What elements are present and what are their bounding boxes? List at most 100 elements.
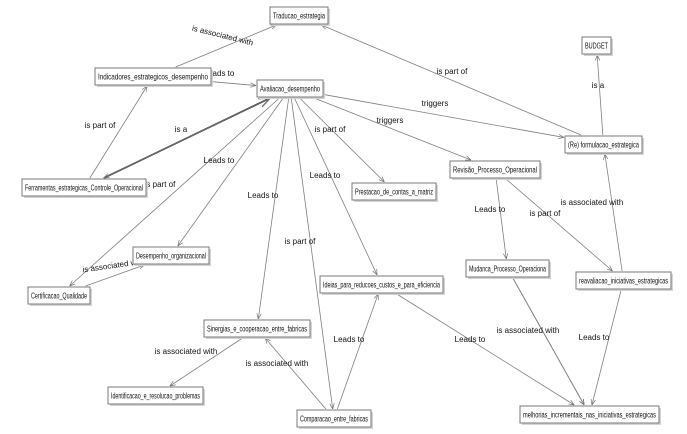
edge-label: is associated with <box>497 326 560 335</box>
concept-node[interactable]: Ferramentas_estrategicas_Controle_Operac… <box>21 178 148 198</box>
node-box <box>465 259 550 278</box>
edge-line <box>104 97 271 178</box>
node-box <box>564 135 643 154</box>
concept-node[interactable]: Desempenho_organizacional <box>132 246 211 266</box>
node-box <box>203 319 311 338</box>
edge-line <box>170 337 243 386</box>
edge-label: is part of <box>437 67 468 76</box>
edge-line <box>70 97 280 286</box>
edge-label: is a <box>175 125 188 134</box>
concept-node[interactable]: Identificacao_e_resolucao_problemas <box>107 386 205 406</box>
edge-label: Leads to <box>310 171 341 180</box>
edge-line <box>323 94 564 138</box>
edge-line <box>258 97 290 319</box>
node-box <box>351 182 437 201</box>
node-box <box>27 286 91 305</box>
edge-line <box>299 97 385 182</box>
node-label: Mudanca_Processo_Operaciona <box>469 265 546 274</box>
node-box <box>269 6 329 25</box>
concept-node[interactable]: Indicadores_estrategicos_desempenho <box>94 67 213 87</box>
concept-node[interactable]: Mudanca_Processo_Operaciona <box>465 259 551 279</box>
concept-node[interactable]: Sinergias_e_cooperacao_entre_fabricas <box>203 319 312 339</box>
edge-line <box>89 86 147 179</box>
node-label: Ideias_para_reducoes_custos_e_para_efici… <box>323 281 440 290</box>
node-label: Certificacao_Qualidade <box>31 292 87 301</box>
node-box <box>581 36 612 55</box>
concept-node[interactable]: Ideias_para_reducoes_custos_e_para_efici… <box>319 275 445 295</box>
node-label: Sinergias_e_cooperacao_entre_fabricas <box>207 325 307 334</box>
node-box <box>256 79 324 98</box>
edge-label: is part of <box>285 237 316 246</box>
concept-node[interactable]: melhorias_incrementais_nas_iniciativas_e… <box>519 405 661 425</box>
edge-line <box>605 154 623 272</box>
edge-line <box>211 81 256 86</box>
edge-line <box>396 293 575 405</box>
edge-line <box>265 338 327 410</box>
node-label: Indicadores_estrategicos_desempenho <box>98 73 208 82</box>
concept-node[interactable]: BUDGET <box>581 36 613 56</box>
concept-node[interactable]: (Re) formulacao_estrategica <box>564 135 644 155</box>
edge-line <box>597 55 604 136</box>
node-box <box>94 67 212 86</box>
concept-node[interactable]: Revisão_Processo_Operacional <box>449 160 542 180</box>
edge-line <box>290 97 332 409</box>
edge-label: is associated with <box>246 359 309 368</box>
node-label: Prestacao_de_contas_a_matriz <box>355 188 433 197</box>
node-box <box>519 405 660 424</box>
edge-line <box>178 97 284 246</box>
edge-line <box>294 97 377 275</box>
node-label: reavaliacao_iniciativas_estrategicas <box>579 277 668 286</box>
concept-node[interactable]: Traducao_estrategia <box>269 6 330 26</box>
edge-label: is associated with <box>191 24 254 48</box>
edge-label: Leads to <box>204 156 235 165</box>
edge-label: Leads to <box>579 333 610 342</box>
concept-node[interactable]: Avaliacao_desempenho <box>256 79 325 99</box>
node-label: Identificacao_e_resolucao_problemas <box>111 392 200 401</box>
node-label: Desempenho_organizacional <box>136 252 206 261</box>
edge-line <box>592 289 622 405</box>
edge-line <box>85 265 145 287</box>
node-box <box>107 386 204 405</box>
edge-label: Leads to <box>204 69 235 78</box>
edge-label: triggers <box>422 99 449 108</box>
edge-label: Leads to <box>475 205 506 214</box>
edge-label: is part of <box>315 125 346 134</box>
edge-label: is a <box>592 81 605 90</box>
edge-line <box>313 97 471 161</box>
node-label: Avaliacao_desempenho <box>260 85 320 94</box>
edge-label: is part of <box>145 180 176 189</box>
edge-line <box>512 277 584 405</box>
node-label: Comparacao_entre_fabricas <box>300 415 368 424</box>
edge-line <box>505 178 613 271</box>
node-label: BUDGET <box>585 42 608 51</box>
edge-label: Leads to <box>248 191 279 200</box>
node-box <box>132 246 210 265</box>
node-label: Traducao_estrategia <box>273 12 325 21</box>
edge-label: Leads to <box>455 335 486 344</box>
edge-label: triggers <box>377 116 404 125</box>
edge-label: is part of <box>530 209 561 218</box>
node-label: Revisão_Processo_Operacional <box>453 166 537 175</box>
node-box <box>296 409 372 428</box>
concept-node[interactable]: Certificacao_Qualidade <box>27 286 92 306</box>
node-box <box>449 160 541 179</box>
edge-line <box>321 24 582 136</box>
concept-node[interactable]: Prestacao_de_contas_a_matriz <box>351 182 438 202</box>
edge-line <box>336 294 378 410</box>
edge-line <box>175 24 277 68</box>
edge-label: is associated with <box>561 198 624 207</box>
node-label: Ferramentas_estrategicas_Controle_Operac… <box>25 184 143 193</box>
concept-node[interactable]: reavaliacao_iniciativas_estrategicas <box>575 271 673 291</box>
edge-label: Leads to <box>334 335 365 344</box>
node-box <box>21 178 147 197</box>
edge-line <box>495 178 506 259</box>
edge-label: is associated with <box>155 347 218 356</box>
node-label: melhorias_incrementais_nas_iniciativas_e… <box>523 411 656 420</box>
node-box <box>575 271 672 290</box>
node-label: (Re) formulacao_estrategica <box>568 141 639 150</box>
concept-node[interactable]: Comparacao_entre_fabricas <box>296 409 373 429</box>
